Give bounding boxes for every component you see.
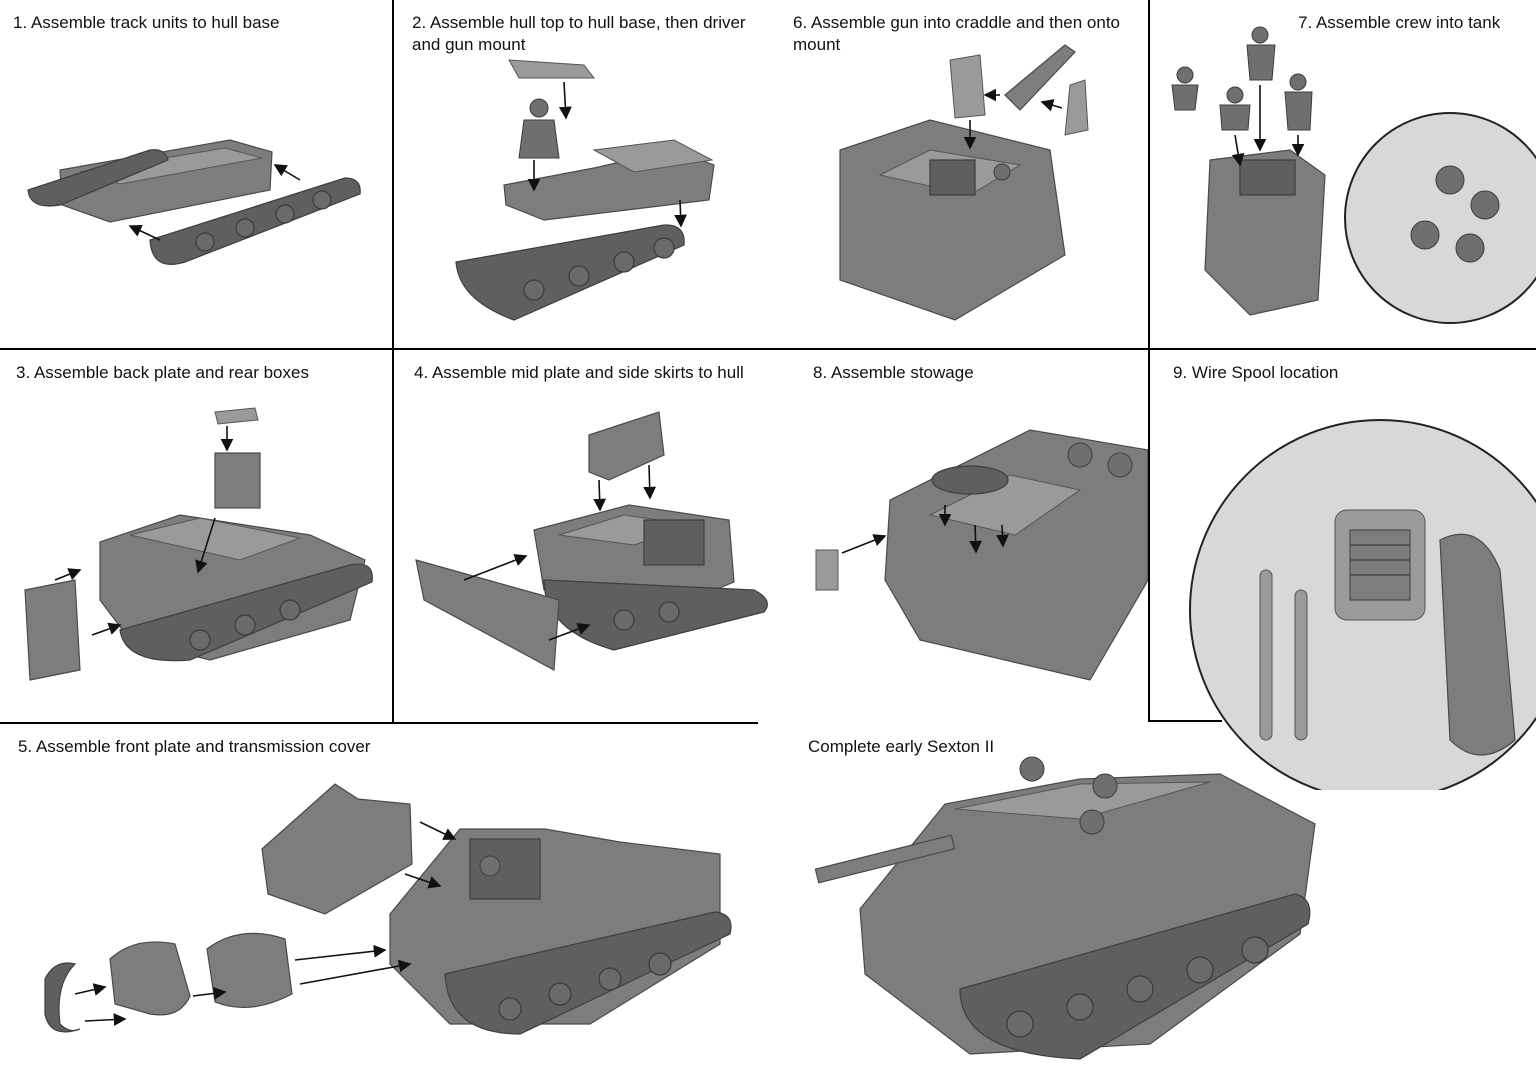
arrow <box>54 568 82 581</box>
arrow <box>643 464 657 500</box>
arrow <box>404 873 442 889</box>
track-assembly <box>455 224 685 321</box>
arrow <box>969 524 982 554</box>
transmission-bolt-strip <box>44 962 81 1033</box>
stowage-box-part <box>815 549 839 591</box>
gun-barrel <box>814 834 956 884</box>
arrow <box>593 479 607 512</box>
arrow <box>548 622 591 641</box>
arrow <box>273 164 301 181</box>
step-7-caption: 7. Assemble crew into tank <box>1298 13 1501 32</box>
mid-plate-part <box>588 411 665 481</box>
complete-caption: Complete early Sexton II <box>808 737 995 756</box>
arrow <box>294 944 387 961</box>
transmission-cover-lower <box>109 941 191 1016</box>
panel-step-7: 7. Assemble crew into tank <box>1150 0 1536 348</box>
step-9-caption: 9. Wire Spool location <box>1173 363 1339 382</box>
arrow <box>463 554 528 581</box>
crew-figures <box>1171 26 1313 131</box>
gun-mount-part <box>508 59 596 79</box>
step-6-illustration <box>839 44 1089 321</box>
rear-box <box>214 452 261 509</box>
rear-box-lid <box>214 407 259 425</box>
divider-row2 <box>0 722 758 724</box>
arrow <box>841 534 887 554</box>
arrow <box>1040 99 1063 112</box>
step-2-caption: 2. Assemble hull top to hull base, then … <box>412 13 746 54</box>
arrow <box>91 622 122 636</box>
step-5-illustration <box>44 783 732 1035</box>
step-9-illustration <box>1189 419 1536 790</box>
arrow <box>84 1013 127 1026</box>
step-6-caption: 6. Assemble gun into craddle and then on… <box>793 13 1121 54</box>
arrow <box>192 987 227 1000</box>
step-8-caption: 8. Assemble stowage <box>813 363 974 382</box>
panel-step-8: 8. Assemble stowage <box>780 350 1148 722</box>
panel-step-9: 9. Wire Spool location <box>1150 350 1536 790</box>
cradle-right-part <box>1064 79 1089 136</box>
arrow <box>128 224 161 241</box>
right-track <box>149 177 361 265</box>
crew-detail-circle <box>1344 112 1536 324</box>
step-2-illustration <box>455 59 715 321</box>
front-plate-part <box>261 783 413 915</box>
transmission-cover-upper <box>206 932 293 1009</box>
step-8-illustration <box>815 429 1148 681</box>
track-side <box>444 911 732 1035</box>
hull-rear <box>884 429 1148 681</box>
divider-row1 <box>0 348 1536 350</box>
panel-step-3: 3. Assemble back plate and rear boxes <box>0 350 392 722</box>
divider-row2-right <box>1150 720 1222 722</box>
tarp-roll <box>931 465 1009 495</box>
wire-spool-detail-circle <box>1189 419 1536 790</box>
arrow <box>74 983 107 996</box>
step-4-caption: 4. Assemble mid plate and side skirts to… <box>414 363 744 382</box>
step-4-illustration <box>415 411 768 671</box>
arrow <box>996 524 1009 548</box>
driver-figure <box>518 98 560 159</box>
step-3-illustration <box>24 407 373 681</box>
divider-col2 <box>1148 0 1150 722</box>
gun-barrel-part <box>1004 44 1076 111</box>
panel-step-1: 1. Assemble track units to hull base <box>0 0 392 348</box>
arrow <box>1231 134 1245 167</box>
divider-col1 <box>392 0 394 724</box>
complete-track <box>959 893 1311 1060</box>
arrow <box>299 959 412 985</box>
cradle-left-part <box>949 54 986 119</box>
arrow <box>674 199 687 228</box>
hull-top <box>503 139 715 221</box>
hull-body <box>839 119 1066 321</box>
track-side <box>119 563 373 662</box>
arrow <box>195 517 216 574</box>
panel-step-2: 2. Assemble hull top to hull base, then … <box>394 0 779 348</box>
panel-step-5: 5. Assemble front plate and transmission… <box>0 724 780 1086</box>
step-1-illustration <box>27 139 361 265</box>
back-plate <box>24 579 81 681</box>
complete-tank-illustration <box>814 756 1316 1060</box>
step-7-illustration <box>1171 26 1536 324</box>
arrow <box>558 81 572 120</box>
side-skirt-part <box>415 559 560 671</box>
panel-step-4: 4. Assemble mid plate and side skirts to… <box>394 350 779 722</box>
step-1-caption: 1. Assemble track units to hull base <box>13 13 280 32</box>
left-track <box>27 149 169 207</box>
step-3-caption: 3. Assemble back plate and rear boxes <box>16 363 309 382</box>
hull-with-gun <box>1204 149 1326 316</box>
arrow <box>419 821 457 840</box>
track-side <box>543 579 768 651</box>
step-5-caption: 5. Assemble front plate and transmission… <box>18 737 371 756</box>
panel-step-6: 6. Assemble gun into craddle and then on… <box>780 0 1148 348</box>
panel-complete: Complete early Sexton II <box>780 724 1536 1086</box>
